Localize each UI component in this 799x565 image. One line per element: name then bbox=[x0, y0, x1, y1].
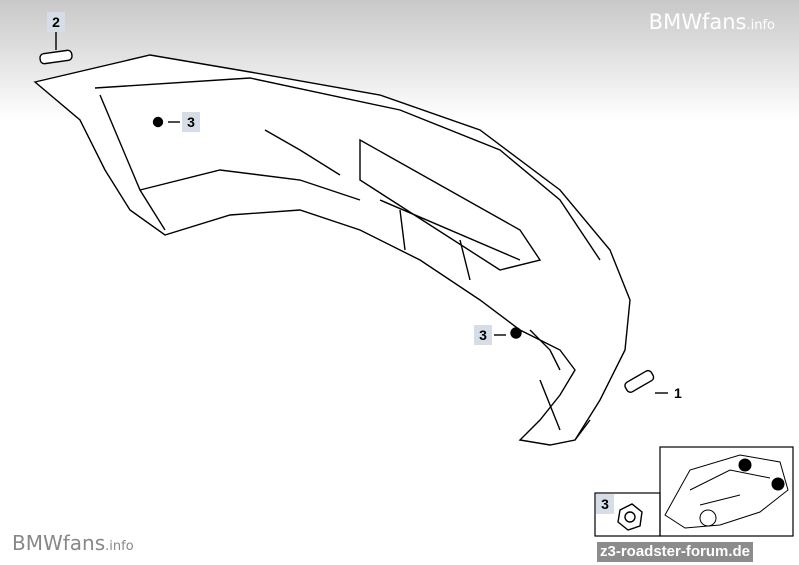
watermark-bottom: BMWfans.info bbox=[12, 531, 134, 555]
nut-upper bbox=[152, 116, 164, 128]
reflector-right bbox=[624, 369, 655, 393]
reflector-left bbox=[39, 49, 73, 65]
watermark-top: BMWfans.info bbox=[648, 10, 775, 34]
callout-3-lower: 3 bbox=[474, 325, 492, 345]
legend-number: 3 bbox=[596, 494, 614, 514]
nut-icon bbox=[617, 503, 643, 531]
forum-watermark: z3-roadster-forum.de bbox=[597, 542, 754, 562]
nut-lower bbox=[510, 327, 522, 339]
bumper-cover bbox=[33, 54, 631, 446]
callout-2: 2 bbox=[47, 12, 65, 32]
car-icon bbox=[664, 454, 789, 529]
callout-3-upper: 3 bbox=[182, 112, 200, 132]
callout-1: 1 bbox=[674, 385, 682, 401]
